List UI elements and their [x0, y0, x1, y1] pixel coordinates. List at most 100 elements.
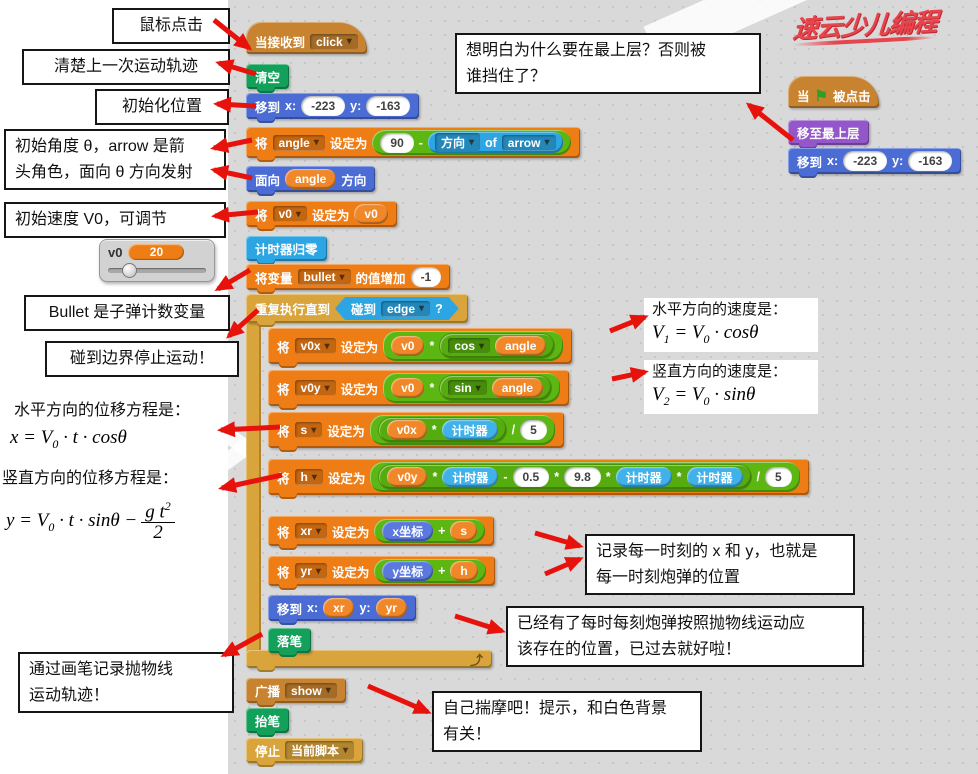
y-input[interactable]: -163 — [908, 151, 953, 171]
block-set-xr[interactable]: 将 xr 设定为 x坐标 + s — [268, 516, 495, 550]
variable-dropdown[interactable]: h — [294, 469, 323, 485]
slider-track[interactable] — [108, 263, 206, 278]
yr-reporter[interactable]: yr — [375, 598, 407, 618]
times-sign: * — [429, 381, 435, 395]
block-label: 设定为 — [331, 565, 370, 580]
loop-spine[interactable] — [246, 322, 261, 652]
formula-v1: V1 = V0 · cosθ — [652, 320, 810, 348]
variable-dropdown[interactable]: v0x — [294, 338, 336, 354]
block-set-v0x[interactable]: 将 v0x 设定为 v0 * cos angle — [268, 328, 573, 368]
block-set-v0[interactable]: 将 v0 设定为 v0 — [246, 201, 397, 231]
attribute-dropdown[interactable]: 方向 — [434, 133, 480, 152]
add-operator[interactable]: y坐标 + h — [374, 559, 486, 583]
block-broadcast[interactable]: 广播 show — [246, 678, 346, 707]
s-reporter[interactable]: s — [450, 521, 478, 541]
note-edge-stop: 碰到边界停止运动！ — [45, 341, 239, 377]
number-input[interactable]: 9.8 — [564, 467, 601, 487]
y-position-reporter[interactable]: y坐标 — [382, 561, 434, 581]
add-operator[interactable]: x坐标 + s — [374, 519, 486, 543]
attribute-of-block[interactable]: 方向 of arrow — [427, 132, 563, 153]
block-set-h[interactable]: 将 h 设定为 v0y * 计时器 - 0.5 * 9.8 * 计时器 * 计时… — [268, 459, 809, 499]
note-init-angle: 初始角度 θ，arrow 是箭 头角色，面向 θ 方向发射 — [4, 129, 226, 191]
number-input[interactable]: 90 — [380, 132, 414, 153]
number-input[interactable]: 5 — [765, 467, 792, 487]
slider-thumb[interactable] — [122, 263, 137, 278]
math-function-block[interactable]: sin angle — [439, 375, 553, 401]
multiply-operator[interactable]: v0 * cos angle — [383, 331, 564, 361]
x-input[interactable]: -223 — [301, 96, 346, 116]
formula-x-displacement: x = V0 · t · cosθ — [10, 425, 127, 453]
multiply-operator[interactable]: v0 * sin angle — [383, 373, 561, 403]
function-dropdown[interactable]: cos — [448, 338, 491, 354]
number-input[interactable]: 0.5 — [512, 467, 550, 487]
xr-reporter[interactable]: xr — [323, 598, 355, 618]
block-goto-xy[interactable]: 移到 x: -223 y: -163 — [788, 148, 962, 178]
divide-operator[interactable]: v0y * 计时器 - 0.5 * 9.8 * 计时器 * 计时器 / 5 — [370, 462, 800, 492]
touching-condition[interactable]: 碰到 edge ? — [335, 297, 459, 320]
timer-reporter[interactable]: 计时器 — [442, 467, 499, 487]
divide-operator[interactable]: v0x * 计时器 / 5 — [369, 415, 555, 445]
block-label: 将 — [277, 340, 290, 355]
subtract-operator[interactable]: 90 - 方向 of arrow — [372, 130, 571, 155]
subtract-operator[interactable]: v0y * 计时器 - 0.5 * 9.8 * 计时器 * 计时器 — [378, 464, 752, 490]
block-when-flag-clicked[interactable]: 当 被点击 — [788, 76, 880, 108]
variable-dropdown[interactable]: v0y — [294, 380, 336, 396]
timer-reporter[interactable]: 计时器 — [615, 467, 672, 487]
block-stop[interactable]: 停止 当前脚本 — [246, 738, 364, 767]
block-pen-up[interactable]: 抬笔 — [246, 708, 290, 737]
x-position-reporter[interactable]: x坐标 — [382, 521, 434, 541]
message-dropdown[interactable]: click — [310, 33, 358, 50]
block-pen-clear[interactable]: 清空 — [246, 64, 290, 93]
v0-reporter[interactable]: v0 — [354, 204, 388, 224]
block-set-v0y[interactable]: 将 v0y 设定为 v0 * sin angle — [268, 370, 570, 410]
h-reporter[interactable]: h — [450, 561, 478, 581]
block-pen-down[interactable]: 落笔 — [268, 628, 312, 657]
block-set-s[interactable]: 将 s 设定为 v0x * 计时器 / 5 — [268, 412, 564, 452]
stop-option-dropdown[interactable]: 当前脚本 — [285, 741, 355, 760]
block-label: 落笔 — [277, 635, 303, 649]
timer-reporter[interactable]: 计时器 — [686, 467, 743, 487]
variable-dropdown[interactable]: xr — [294, 523, 327, 539]
block-goto-xy[interactable]: 移到 x: -223 y: -163 — [246, 93, 420, 123]
block-point-direction[interactable]: 面向 angle 方向 — [246, 166, 376, 196]
angle-reporter[interactable]: angle — [285, 169, 337, 189]
block-when-receive[interactable]: 当接收到 click — [246, 22, 367, 54]
block-label: 广播 — [255, 685, 281, 699]
block-set-yr[interactable]: 将 yr 设定为 y坐标 + h — [268, 556, 495, 590]
function-dropdown[interactable]: sin — [448, 380, 487, 396]
block-goto-xr-yr[interactable]: 移到 x: xr y: yr — [268, 595, 416, 625]
y-label: y: — [359, 601, 371, 615]
number-input[interactable]: -1 — [410, 267, 442, 287]
v0-slider-widget[interactable]: v0 20 — [99, 239, 215, 282]
variable-dropdown[interactable]: v0 — [272, 206, 307, 222]
variable-dropdown[interactable]: angle — [272, 134, 325, 151]
variable-dropdown[interactable]: yr — [294, 563, 327, 579]
timer-reporter[interactable]: 计时器 — [441, 420, 498, 440]
angle-reporter[interactable]: angle — [495, 336, 547, 356]
sprite-dropdown[interactable]: arrow — [501, 134, 556, 151]
variable-dropdown[interactable]: bullet — [297, 269, 351, 285]
v0x-reporter[interactable]: v0x — [386, 420, 427, 440]
block-go-to-front[interactable]: 移至最上层 — [788, 120, 869, 149]
multiply-operator[interactable]: v0x * 计时器 — [377, 417, 507, 443]
touch-target-dropdown[interactable]: edge — [381, 301, 430, 317]
variable-dropdown[interactable]: s — [294, 422, 323, 438]
y-input[interactable]: -163 — [366, 96, 411, 116]
divide-sign: / — [756, 470, 761, 484]
number-input[interactable]: 5 — [520, 420, 547, 440]
block-change-variable[interactable]: 将变量 bullet 的值增加 -1 — [246, 264, 451, 294]
divide-sign: / — [511, 423, 516, 437]
v0-reporter[interactable]: v0 — [391, 336, 425, 356]
formula-sup: 2 — [164, 499, 171, 513]
loop-foot[interactable] — [246, 650, 492, 672]
v0-reporter[interactable]: v0 — [391, 378, 425, 398]
x-input[interactable]: -223 — [843, 151, 888, 171]
times-sign: * — [676, 470, 682, 484]
message-dropdown[interactable]: show — [285, 682, 337, 699]
block-repeat-until[interactable]: 重复执行直到 碰到 edge ? — [246, 294, 468, 327]
block-set-angle[interactable]: 将 angle 设定为 90 - 方向 of arrow — [246, 127, 580, 162]
v0y-reporter[interactable]: v0y — [387, 467, 428, 487]
math-function-block[interactable]: cos angle — [439, 333, 556, 359]
block-reset-timer[interactable]: 计时器归零 — [246, 236, 327, 265]
angle-reporter[interactable]: angle — [491, 378, 544, 398]
